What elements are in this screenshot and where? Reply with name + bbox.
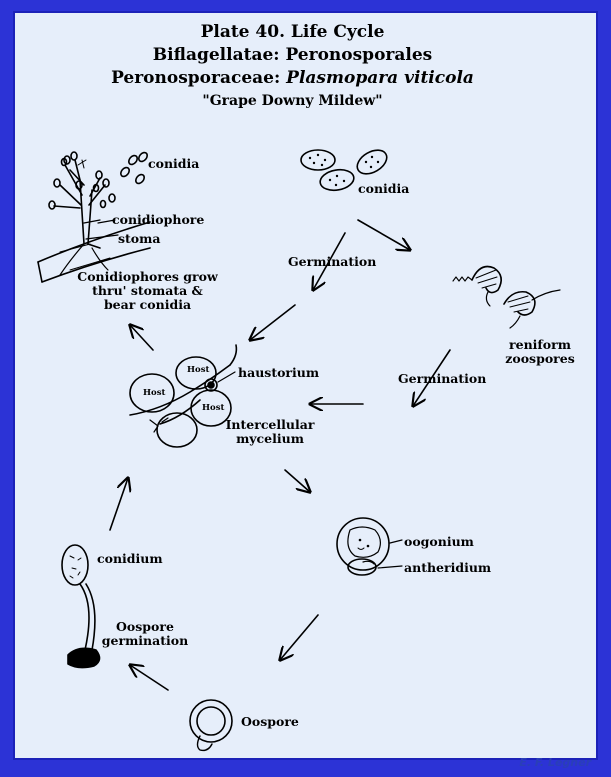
arrow-to-oogonium bbox=[284, 469, 310, 492]
common-name: "Grape Downy Mildew" bbox=[202, 93, 383, 109]
note-line-3: bear conidia bbox=[103, 296, 192, 312]
reniform-zoospores bbox=[452, 265, 561, 329]
pointer-conidiophore bbox=[83, 219, 101, 224]
host-cells-mycelium bbox=[129, 344, 238, 448]
arrow-to-host-upper bbox=[250, 304, 296, 340]
arrow-to-zoospores bbox=[357, 219, 410, 250]
label-oogonium: oogonium bbox=[404, 534, 474, 549]
plate-title: Plate 40. Life Cycle bbox=[200, 22, 385, 42]
label-oospore: Oospore bbox=[241, 714, 299, 729]
reniform-line-2: zoospores bbox=[505, 350, 575, 366]
species-name: Plasmopara viticola bbox=[286, 68, 474, 88]
plate-species-line: Peronosporaceae: Plasmopara viticola bbox=[0, 68, 598, 88]
label-host-1: Host bbox=[143, 388, 166, 398]
family-name: Peronosporaceae: bbox=[111, 68, 287, 88]
arrow-to-host-lower bbox=[109, 478, 128, 531]
arrow-to-oospore bbox=[280, 614, 319, 660]
oospore-germ-line-2: germination bbox=[101, 632, 189, 648]
label-germination-upper: Germination bbox=[288, 254, 377, 269]
label-host-3: Host bbox=[202, 403, 225, 413]
note-line-2: thru' stomata & bbox=[92, 282, 203, 298]
arrow-to-germination bbox=[313, 232, 346, 290]
label-host-2: Host bbox=[187, 365, 210, 375]
label-conidiophore: conidiophore bbox=[112, 212, 205, 227]
pointer-antheridium bbox=[377, 565, 403, 569]
free-conidia-left bbox=[120, 151, 148, 185]
mycelium-line-2: mycelium bbox=[236, 430, 304, 446]
label-germination-right: Germination bbox=[398, 371, 487, 386]
conidiophore-on-leaf bbox=[37, 151, 151, 283]
note-line-1: Conidiophores grow bbox=[77, 269, 218, 284]
label-conidia-left: conidia bbox=[148, 156, 200, 171]
oogonium-antheridium bbox=[336, 517, 390, 576]
label-conidiophores-note: Conidiophores grow thru' stomata & bear … bbox=[75, 270, 220, 311]
arrow-to-conidiophore bbox=[130, 325, 154, 351]
label-oospore-germination: Oospore germination bbox=[100, 620, 190, 648]
label-conidia-right: conidia bbox=[358, 181, 410, 196]
label-haustorium: haustorium bbox=[238, 365, 320, 380]
plate-class-line: Biflagellatae: Peronosporales bbox=[152, 45, 433, 65]
label-intercellular-mycelium: Intercellular mycelium bbox=[220, 418, 320, 446]
pointer-stoma bbox=[85, 236, 103, 240]
pointer-oogonium bbox=[389, 539, 403, 544]
oospore-germ-line-1: Oospore bbox=[116, 619, 174, 634]
author-credit: E. F. Legner bbox=[519, 756, 591, 769]
arrow-to-oospore-germination bbox=[130, 665, 169, 691]
conidia-cluster-right bbox=[300, 149, 388, 192]
label-stoma: stoma bbox=[118, 231, 161, 246]
oospore-drawing bbox=[189, 699, 233, 752]
label-conidium: conidium bbox=[97, 551, 163, 566]
reniform-line-1: reniform bbox=[509, 337, 571, 352]
germinating-oospore bbox=[61, 544, 101, 669]
label-antheridium: antheridium bbox=[404, 560, 492, 575]
pointer-haustorium bbox=[217, 371, 236, 383]
cycle-arrows bbox=[83, 219, 451, 691]
label-reniform-zoospores: reniform zoospores bbox=[500, 338, 580, 366]
arrow-zoospore-germination bbox=[413, 349, 451, 406]
plate-panel bbox=[13, 11, 598, 760]
mycelium-line-1: Intercellular bbox=[225, 417, 315, 432]
